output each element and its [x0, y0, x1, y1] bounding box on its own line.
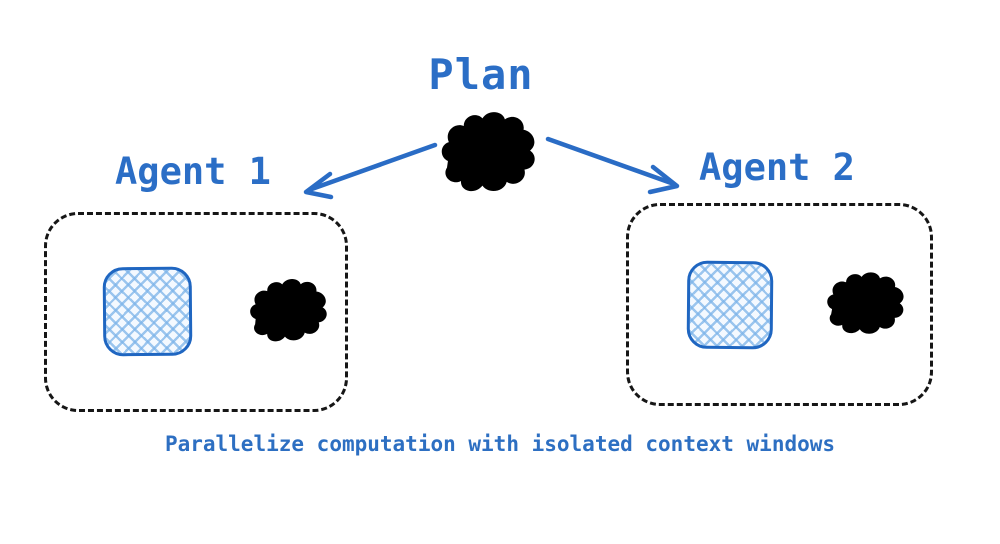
agent-1-context-window-icon	[102, 266, 193, 357]
agent-1-container	[44, 212, 348, 412]
agent-2-label: Agent 2	[699, 146, 855, 189]
arrow-to-agent-2-icon	[545, 136, 680, 195]
arrow-to-agent-1-icon	[303, 142, 438, 200]
plan-brain-icon	[441, 112, 535, 192]
plan-title: Plan	[428, 50, 534, 99]
agent-2-brain-icon	[826, 270, 905, 335]
agent-1-brain-icon	[248, 277, 329, 343]
diagram-caption: Parallelize computation with isolated co…	[164, 432, 836, 456]
agent-2-context-window-icon	[686, 260, 774, 350]
agent-1-label: Agent 1	[115, 150, 271, 193]
agent-2-container	[626, 203, 933, 406]
